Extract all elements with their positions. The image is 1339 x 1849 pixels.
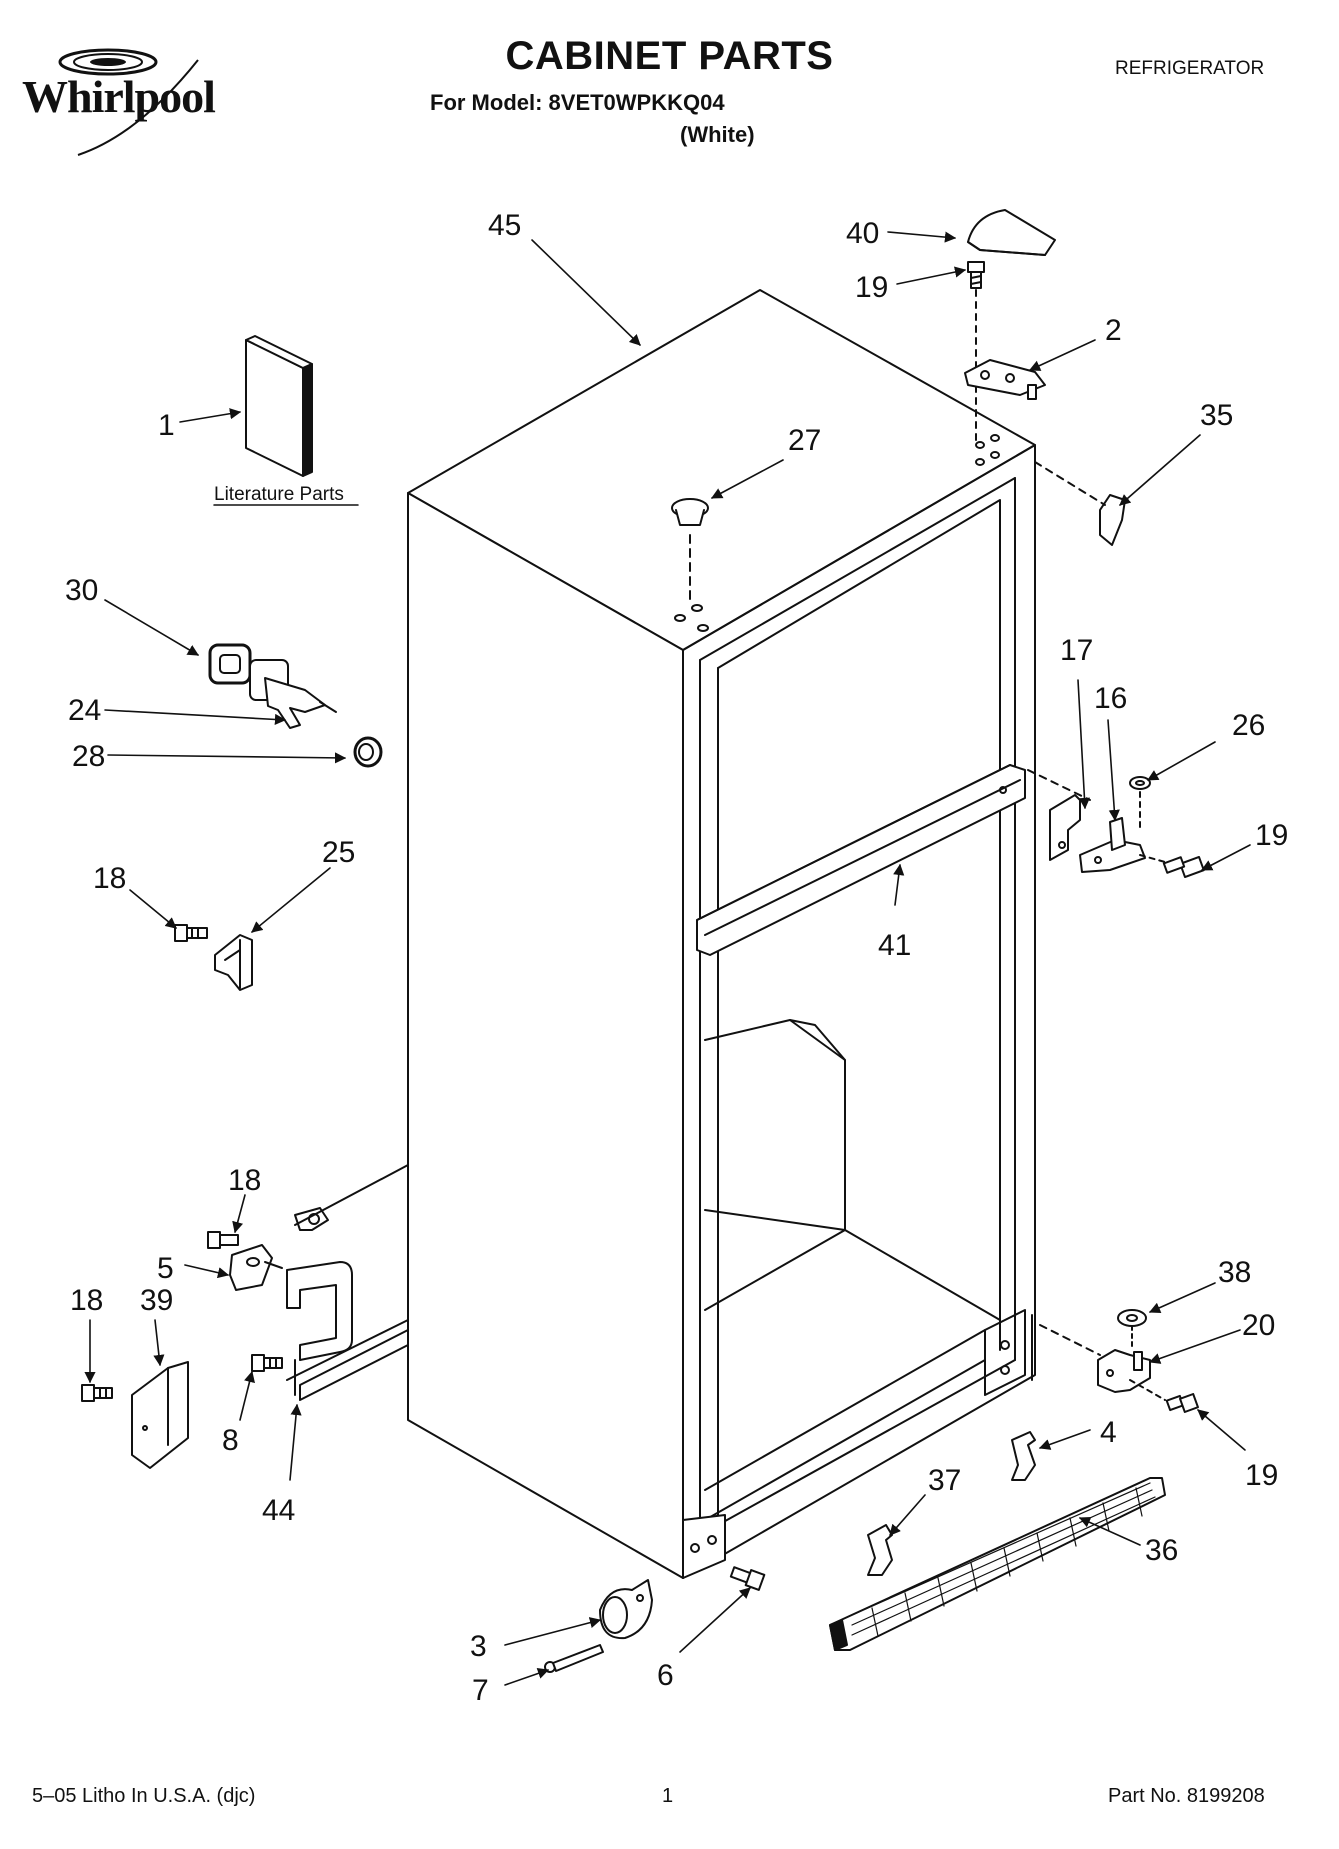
leveling-roller-part-3 (599, 1579, 653, 1640)
callout-35: 35 (1200, 399, 1233, 432)
leader-arrows (84, 231, 1251, 1686)
whirlpool-logo (18, 40, 258, 165)
callout-numbers: 45 40 19 2 1 35 27 30 17 16 26 24 28 19 … (65, 209, 1288, 1707)
hinge-cover-part-39 (131, 1361, 189, 1469)
hinge-shim-part-17 (1049, 794, 1081, 861)
callout-5: 5 (157, 1252, 174, 1285)
screw-part-8 (251, 1354, 283, 1372)
hinge-pin-part-35 (1034, 461, 1126, 546)
hinge-block-part-5 (229, 1244, 283, 1291)
callout-6: 6 (657, 1659, 674, 1692)
bottom-hinge-part-20 (1097, 1349, 1151, 1393)
callout-18-upper: 18 (93, 862, 126, 895)
callout-27: 27 (788, 424, 821, 457)
screw-part-18-middle (207, 1231, 239, 1249)
callout-19-top: 19 (855, 271, 888, 304)
bracket-part-25 (214, 934, 253, 991)
callout-28: 28 (72, 740, 105, 773)
callout-7: 7 (472, 1674, 489, 1707)
callout-39: 39 (140, 1284, 173, 1317)
washer-part-38 (1117, 1309, 1147, 1349)
model-line: For Model: 8VET0WPKKQ04 (430, 90, 725, 115)
callout-41: 41 (878, 929, 911, 962)
litho-note: 5–05 Litho In U.S.A. (djc) (32, 1785, 256, 1807)
washer-part-28 (353, 736, 383, 768)
callout-1: 1 (158, 409, 175, 442)
product-type: REFRIGERATOR (1115, 58, 1265, 79)
callout-30: 30 (65, 574, 98, 607)
grommet-part-30 (208, 643, 252, 685)
page-title: CABINET PARTS (505, 34, 834, 78)
literature-parts-part-1 (245, 335, 313, 477)
center-hinge-part-16 (1079, 817, 1146, 873)
callout-45: 45 (488, 209, 521, 242)
screw-part-19-middle (1139, 854, 1205, 878)
screw-part-18-lower (81, 1384, 113, 1402)
callout-19-lower: 19 (1245, 1459, 1278, 1492)
hinge-shim-part-44 (294, 1329, 409, 1401)
brand-name: Whirlpool (22, 71, 216, 122)
callout-40: 40 (846, 217, 879, 250)
callout-4: 4 (1100, 1416, 1117, 1449)
callout-16: 16 (1094, 682, 1127, 715)
callout-25: 25 (322, 836, 355, 869)
screw-part-6 (729, 1566, 766, 1591)
callout-18-middle: 18 (228, 1164, 261, 1197)
cabinet-part-45 (407, 289, 1036, 1579)
callout-36: 36 (1145, 1534, 1178, 1567)
callout-2: 2 (1105, 314, 1122, 347)
part-number: Part No. 8199208 (1108, 1785, 1265, 1807)
top-hinge-part-2 (964, 359, 1046, 400)
literature-parts-label: Literature Parts (214, 484, 344, 505)
grille-clip-part-4 (1011, 1431, 1036, 1481)
callout-38: 38 (1218, 1256, 1251, 1289)
cross-rail-part-41 (696, 764, 1026, 956)
grille-clip-part-37 (867, 1524, 893, 1576)
callout-24: 24 (68, 694, 101, 727)
plug-part-27 (671, 498, 709, 606)
door-hinge-bracket (286, 1164, 409, 1381)
screw-part-19-lower (1129, 1379, 1199, 1413)
washer-part-26 (1129, 776, 1151, 831)
roller-pin-part-7 (544, 1644, 604, 1673)
screw-part-19-top (967, 261, 985, 441)
callout-20: 20 (1242, 1309, 1275, 1342)
callout-17: 17 (1060, 634, 1093, 667)
callout-18-lower: 18 (70, 1284, 103, 1317)
color-note: (White) (680, 122, 755, 147)
screw-part-18-upper (174, 924, 208, 942)
whirlpool-swirl-icon (58, 48, 199, 156)
callout-37: 37 (928, 1464, 961, 1497)
callout-26: 26 (1232, 709, 1265, 742)
stop-pin-part-24 (249, 659, 337, 729)
page-number: 1 (662, 1785, 674, 1807)
callout-8: 8 (222, 1424, 239, 1457)
hinge-cover-part-40 (967, 209, 1056, 256)
callout-3: 3 (470, 1630, 487, 1663)
callout-44: 44 (262, 1494, 295, 1527)
callout-19-middle: 19 (1255, 819, 1288, 852)
